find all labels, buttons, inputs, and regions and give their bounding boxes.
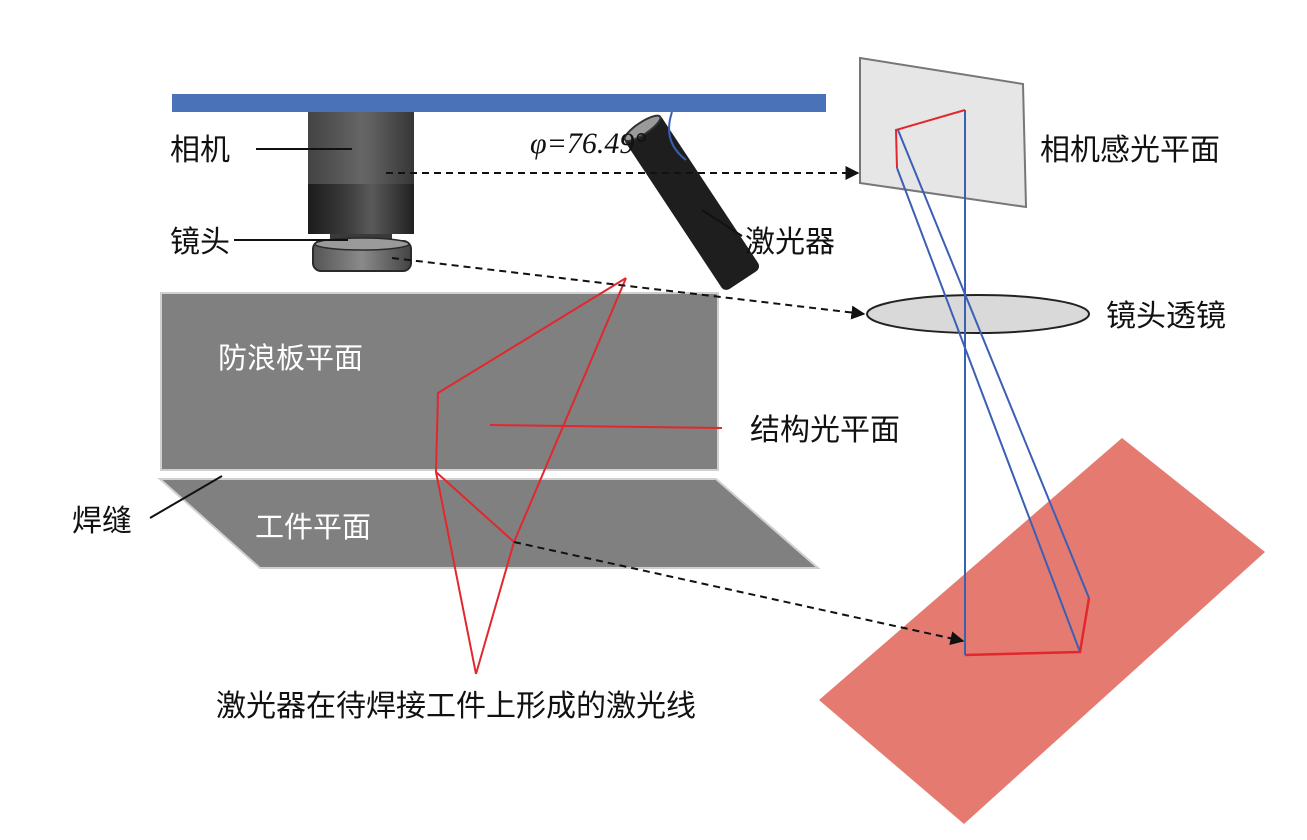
optical-ray-2 — [896, 167, 1081, 653]
lens-optic-label: 镜头透镜 — [1106, 299, 1226, 334]
lens-label: 镜头 — [170, 225, 230, 260]
workpiece-plane — [157, 478, 821, 569]
dashed-arrows — [386, 166, 965, 646]
camera-sensor-plane-label: 相机感光平面 — [1040, 133, 1220, 168]
mount-bar — [172, 94, 826, 112]
workpiece-plane-label: 工件平面 — [255, 510, 371, 544]
image-laser-line — [964, 597, 1091, 657]
structured-light-pointer — [489, 424, 723, 429]
laser-ray-left — [434, 277, 627, 675]
lens-optic — [866, 294, 1090, 334]
leader-lines — [149, 148, 743, 519]
optical-ray-3 — [897, 129, 1090, 599]
optical-rays — [896, 110, 1090, 655]
sensor-laser-line — [894, 109, 966, 169]
image-plane — [819, 438, 1265, 824]
weld-seam-leader — [149, 475, 223, 519]
arrow-lens-to-optic — [391, 257, 866, 320]
camera-label: 相机 — [170, 133, 230, 168]
camera-sensor-plane — [859, 56, 1028, 209]
wave-plate-plane-label: 防浪板平面 — [218, 341, 363, 375]
laser-ray-seam — [435, 471, 515, 543]
weld-seam-label: 焊缝 — [72, 504, 132, 539]
laser-leader — [701, 209, 743, 237]
wave-plate-plane — [160, 292, 719, 471]
laser-line-label: 激光器在待焊接工件上形成的激光线 — [216, 689, 696, 724]
angle-label: φ=76.49° — [530, 127, 646, 160]
laser-rays — [434, 277, 723, 675]
arrow-seam-to-image — [513, 541, 965, 646]
structured-light-plane-label: 结构光平面 — [750, 413, 900, 448]
laser-label: 激光器 — [745, 225, 835, 260]
camera — [308, 112, 414, 272]
laser-aperture — [623, 114, 662, 142]
laser-device — [623, 114, 760, 290]
angle-arc — [668, 111, 687, 161]
laser-body — [624, 115, 760, 290]
